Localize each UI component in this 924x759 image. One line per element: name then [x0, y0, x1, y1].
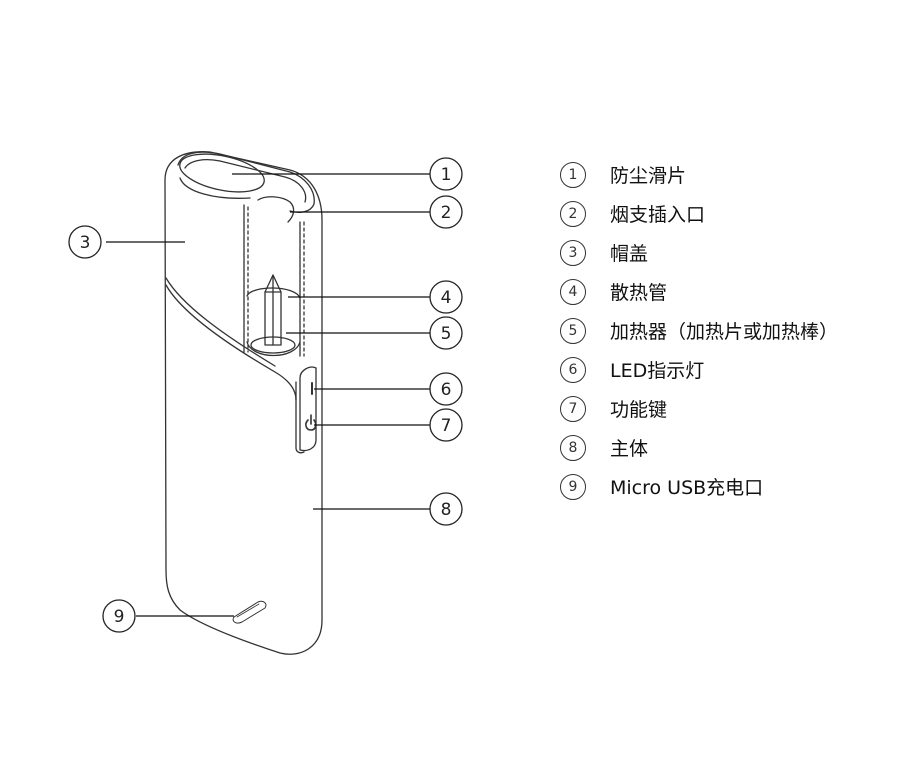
legend-item: 6 LED指示灯 [560, 350, 838, 389]
legend-label: 加热器（加热片或加热棒） [610, 321, 839, 343]
legend-item: 8 主体 [560, 428, 838, 467]
callout-number-9: 9 [114, 607, 125, 627]
callout-number-7: 7 [441, 416, 452, 436]
legend-item: 4 散热管 [560, 272, 838, 311]
legend-item: 1 防尘滑片 [560, 155, 838, 194]
legend-number: 4 [560, 278, 586, 305]
callout-number-2: 2 [441, 203, 452, 223]
callout-circle-4 [429, 280, 463, 314]
callout-circle-9 [102, 599, 136, 633]
legend-label: 功能键 [610, 399, 668, 421]
legend-label: 帽盖 [610, 243, 649, 265]
callout-number-4: 4 [441, 288, 452, 308]
cap-separation-line [165, 284, 297, 401]
callout-number-3: 3 [80, 233, 91, 253]
callout-circle-1 [429, 157, 463, 191]
insertion-port [257, 196, 295, 223]
button-panel [299, 366, 317, 452]
legend-number: 6 [560, 356, 586, 383]
legend-item: 5 加热器（加热片或加热棒） [560, 311, 838, 350]
callout-number-5: 5 [441, 324, 452, 344]
legend-label: 烟支插入口 [610, 204, 706, 226]
callout-circle-3 [68, 225, 102, 259]
callout-circle-5 [429, 316, 463, 350]
dust-slider [179, 153, 265, 193]
legend-number: 7 [560, 395, 586, 422]
callout-circle-8 [429, 492, 463, 526]
parts-legend: 1 防尘滑片 2 烟支插入口 3 帽盖 4 散热管 5 加热器（加热片或加热棒） 6 LED… [560, 155, 838, 506]
legend-label: 主体 [610, 438, 649, 460]
legend-number: 1 [560, 161, 586, 188]
heater-blade [264, 274, 282, 346]
top-rim [177, 151, 315, 213]
callout-number-1: 1 [441, 165, 452, 185]
legend-number: 5 [560, 317, 586, 344]
legend-item: 9 Micro USB充电口 [560, 467, 838, 506]
callout-circle-2 [429, 195, 463, 229]
legend-label: 散热管 [610, 282, 668, 304]
legend-number: 9 [560, 473, 586, 500]
callout-circle-6 [429, 372, 463, 406]
callout-circle-7 [429, 408, 463, 442]
callout-number-8: 8 [441, 500, 452, 520]
legend-item: 3 帽盖 [560, 233, 838, 272]
legend-number: 8 [560, 434, 586, 461]
legend-number: 2 [560, 200, 586, 227]
power-button-icon [305, 414, 317, 431]
legend-item: 7 功能键 [560, 389, 838, 428]
legend-label: Micro USB充电口 [610, 477, 764, 499]
legend-item: 2 烟支插入口 [560, 194, 838, 233]
legend-number: 3 [560, 239, 586, 266]
legend-label: 防尘滑片 [610, 165, 687, 187]
callout-number-6: 6 [441, 380, 452, 400]
usb-port [232, 600, 267, 624]
legend-label: LED指示灯 [610, 360, 705, 382]
